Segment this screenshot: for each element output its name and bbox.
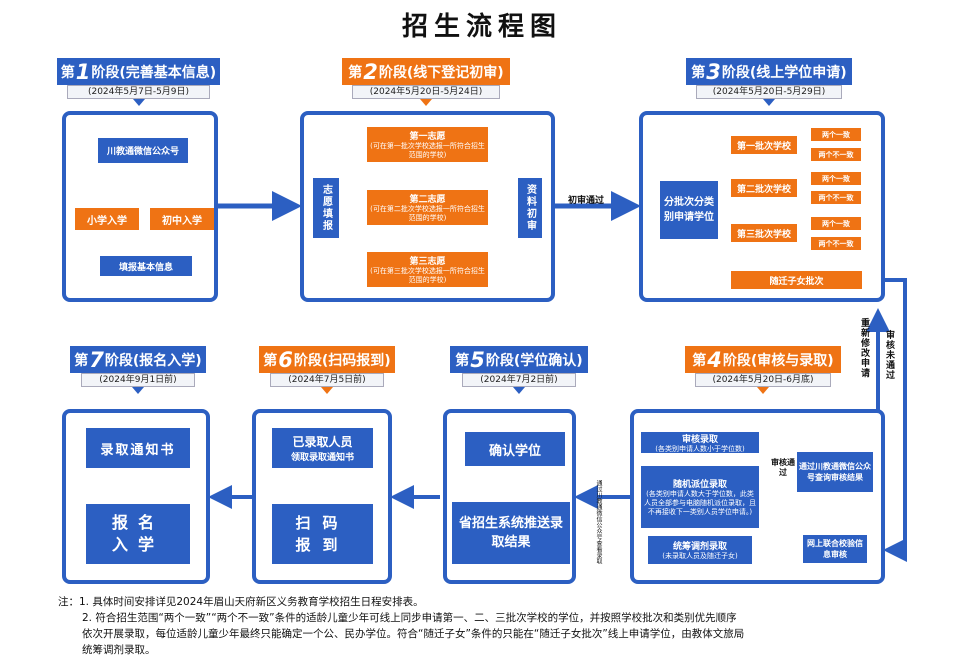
b1-nomatch-box: 两个不一致 — [811, 148, 861, 161]
stage-1-date: (2024年5月7日-5月9日) — [67, 85, 210, 99]
stage-2-date: (2024年5月20日-5月24日) — [352, 85, 500, 99]
batch-1-box: 第一批次学校 — [731, 136, 797, 154]
initial-pass-label: 初审通过 — [568, 196, 605, 206]
wechat-account-box: 川教通微信公众号 — [98, 138, 188, 163]
stage-1-pointer — [133, 99, 145, 106]
preference-fill-box: 志愿填报 — [313, 178, 339, 238]
primary-school-box: 小学入学 — [75, 208, 139, 230]
stage-6-pointer — [321, 387, 333, 394]
b3-match-box: 两个一致 — [811, 217, 861, 230]
enroll-box: 报名 入学 — [86, 504, 190, 564]
batch-apply-box: 分批次分类别申请学位 — [660, 181, 718, 239]
stage-3-date: (2024年5月20日-5月29日) — [696, 85, 842, 99]
third-choice-box: 第三志愿 (可在第三批次学校选报一所符合招生范围的学校) — [367, 252, 488, 287]
batch-3-box: 第三批次学校 — [731, 224, 797, 242]
scan-report-box: 扫码报到 — [272, 504, 373, 564]
resubmit-label: 重新修改申请 — [859, 318, 869, 378]
stage-5-pointer — [513, 387, 525, 394]
b1-match-box: 两个一致 — [811, 128, 861, 141]
joint-verify-box: 网上联合校验信息审核 — [803, 535, 867, 563]
admitted-notice-box: 已录取人员 领取录取通知书 — [272, 428, 373, 468]
confirm-seat-box: 确认学位 — [465, 432, 565, 466]
migrant-batch-box: 随迁子女批次 — [731, 271, 862, 289]
query-result-box: 通过川教通微信公众号查询审核结果 — [797, 452, 873, 492]
not-pass-label: 审核未通过 — [884, 330, 894, 380]
data-review-box: 资料初审 — [518, 178, 542, 238]
stage-2-pointer — [420, 99, 432, 106]
review-pass-label: 审核通过 — [771, 458, 795, 477]
stage-3-pointer — [763, 99, 775, 106]
arrow-p3-p4 — [883, 278, 907, 562]
review-admission-box: 审核录取 (各类别申请人数小于学位数) — [641, 432, 759, 453]
stage-7-date: (2024年9月1日前) — [81, 373, 195, 387]
stage-6-date: (2024年7月5日前) — [270, 373, 384, 387]
junior-school-box: 初中入学 — [150, 208, 214, 230]
first-choice-box: 第一志愿 (可在第一批次学校选报一所符合招生范围的学校) — [367, 127, 488, 162]
batch-2-box: 第二批次学校 — [731, 179, 797, 197]
note-2-line-2: 依次开展录取，每位适龄儿童少年最终只能确定一个公、民办学位。符合“随迁子女”条件… — [82, 628, 745, 640]
b2-nomatch-box: 两个不一致 — [811, 191, 861, 204]
provincial-push-box: 省招生系统推送录取结果 — [452, 502, 570, 564]
fill-basic-info-box: 填报基本信息 — [100, 256, 192, 276]
random-admission-box: 随机派位录取 (各类别申请人数大于学位数，此类人员全部参与电脑随机派位录取，且不… — [641, 466, 759, 528]
stage-4-date: (2024年5月20日-6月底) — [695, 373, 831, 387]
b2-match-box: 两个一致 — [811, 172, 861, 185]
admission-notice-box: 录取通知书 — [86, 428, 190, 468]
coordinated-admission-box: 统筹调剂录取 (未录取人员及随迁子女) — [648, 536, 752, 564]
note-1: 注：1. 具体时间安排详见2024年眉山天府新区义务教育学校招生日程安排表。 — [58, 596, 424, 608]
note-2-line-3: 统筹调剂录取。 — [82, 644, 156, 656]
stage-4-pointer — [757, 387, 769, 394]
note-2-line-1: 2. 符合招生范围“两个一致”“两个不一致”条件的适龄儿童少年可线上同步申请第一… — [82, 612, 737, 624]
second-choice-box: 第二志愿 (可在第二批次学校选报一所符合招生范围的学校) — [367, 190, 488, 225]
view-admission-label: 通过川教通微信公众号查看录取 — [595, 480, 602, 564]
page-title: 招生流程图 — [401, 12, 562, 42]
b3-nomatch-box: 两个不一致 — [811, 237, 861, 250]
stage-7-pointer — [132, 387, 144, 394]
stage-5-date: (2024年7月2日前) — [462, 373, 576, 387]
